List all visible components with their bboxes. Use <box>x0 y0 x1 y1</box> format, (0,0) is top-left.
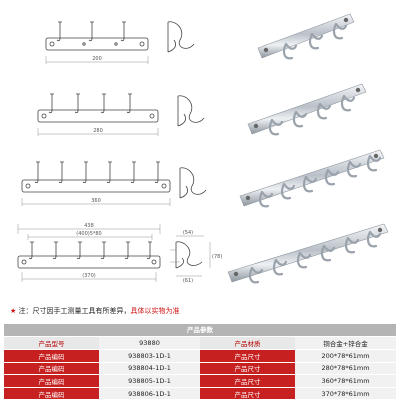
spec-value: 938803-1D-1 <box>99 349 200 363</box>
table-row: 产品编码 938803-1D-1 产品尺寸 200*78*61mm <box>4 349 396 363</box>
spec-label: 产品编码 <box>4 349 99 363</box>
hook-pitch-label: (400)5*80 <box>76 231 102 237</box>
spec-label: 产品编码 <box>4 387 99 400</box>
table-row: 产品编码 938806-1D-1 产品尺寸 370*78*61mm <box>4 387 396 400</box>
spec-value: 360*78*61mm <box>295 374 396 388</box>
technical-drawings-svg: 200 280 360 <box>17 13 389 284</box>
dimension-6-hook <box>21 198 171 206</box>
spec-value: 370*78*61mm <box>295 387 396 400</box>
photo-4-hook-rack <box>247 83 367 136</box>
table-row: 产品编码 938804-1D-1 产品尺寸 280*78*61mm <box>4 362 396 376</box>
spec-section: 产品参数 产品型号 93880 产品材质 铜合金+锌合金 产品编码 938803… <box>0 324 400 400</box>
spec-label: 产品尺寸 <box>200 374 295 388</box>
drawing-6-hook-detailed <box>17 241 161 269</box>
spec-label: 产品编码 <box>4 374 99 388</box>
dimension-4-hook <box>37 128 159 136</box>
spec-value: 93880 <box>99 337 200 351</box>
spec-value: 铜合金+锌合金 <box>295 337 396 351</box>
spec-label: 产品材质 <box>200 337 295 351</box>
spec-header: 产品参数 <box>4 324 396 336</box>
overall-length-label: 438 <box>84 223 94 229</box>
spec-label: 产品尺寸 <box>200 349 295 363</box>
drawing-3-hook-front <box>45 21 149 51</box>
note-highlight: 具体以实物为准 <box>130 307 180 315</box>
product-drawings: 200 280 360 <box>17 13 389 284</box>
photo-3-hook-rack <box>257 13 355 60</box>
width-label-4-hook: 280 <box>93 128 103 134</box>
inner-length-label: (370) <box>82 273 95 279</box>
drawing-6-hook-side <box>179 167 207 199</box>
measurement-note: ★ 注：尺寸因手工测量工具有所差异，具体以实物为准 <box>0 303 400 319</box>
side-depth-label: (54) <box>183 230 193 236</box>
side-dimensions <box>176 235 211 277</box>
width-label-6-hook: 360 <box>91 198 101 204</box>
width-label-3-hook: 200 <box>92 56 102 62</box>
dimension-inner <box>21 272 157 282</box>
photo-6-hook-rack <box>239 149 385 208</box>
note-text: 注：尺寸因手工测量工具有所差异， <box>18 307 131 315</box>
spec-label: 产品尺寸 <box>200 387 295 400</box>
drawing-side-detailed <box>170 241 203 269</box>
spec-label: 产品尺寸 <box>200 362 295 376</box>
star-icon: ★ <box>10 307 17 315</box>
spec-value: 938806-1D-1 <box>99 387 200 400</box>
spec-label: 产品型号 <box>4 337 99 351</box>
dimension-overall <box>17 224 161 240</box>
drawing-4-hook-side <box>177 95 205 127</box>
spec-value: 938804-1D-1 <box>99 362 200 376</box>
photo-6-hook-rack-long <box>227 223 389 284</box>
table-row: 产品型号 93880 产品材质 铜合金+锌合金 <box>4 337 396 351</box>
drawing-3-hook-side <box>167 21 195 53</box>
table-row: 产品编码 938805-1D-1 产品尺寸 360*78*61mm <box>4 374 396 388</box>
spec-value: 938805-1D-1 <box>99 374 200 388</box>
spec-label: 产品编码 <box>4 362 99 376</box>
drawing-6-hook-front <box>21 161 171 193</box>
side-height-label: (78) <box>212 254 222 260</box>
side-bottom-label: (61) <box>183 278 193 284</box>
spec-value: 200*78*61mm <box>295 349 396 363</box>
spec-value: 280*78*61mm <box>295 362 396 376</box>
spec-table: 产品型号 93880 产品材质 铜合金+锌合金 产品编码 938803-1D-1… <box>4 337 396 400</box>
dimension-3-hook <box>45 56 149 64</box>
drawing-4-hook-front <box>37 93 159 123</box>
